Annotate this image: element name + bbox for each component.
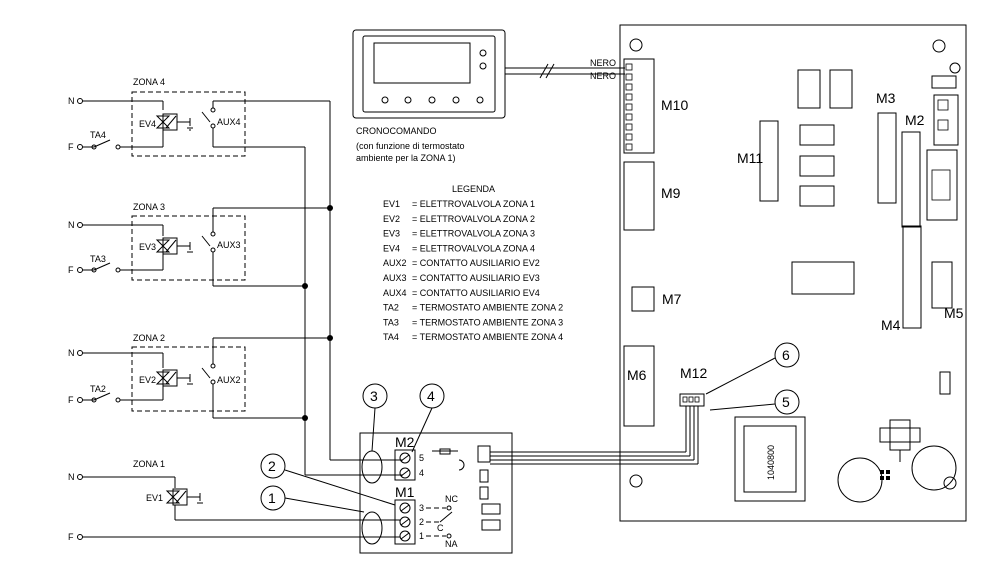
zone-2-f-label: F xyxy=(68,395,74,405)
legend-value-7: = TERMOSTATO AMBIENTE ZONA 2 xyxy=(412,303,563,313)
main-board: M10 M9 M7 M6 M12 M11 M3 M2 xyxy=(619,24,967,522)
zone-4-title: ZONA 4 xyxy=(133,77,165,87)
zone-1-f-label: F xyxy=(68,532,74,542)
callout-4: 4 xyxy=(427,388,435,404)
zone-4-aux-label: AUX4 xyxy=(217,117,241,127)
zone-3-valve-label: EV3 xyxy=(139,242,156,252)
legend-value-6: = CONTATTO AUSILIARIO EV4 xyxy=(412,288,540,298)
m7-label: M7 xyxy=(662,291,682,307)
legend-key-7: TA2 xyxy=(383,303,399,313)
legend-key-3: EV4 xyxy=(383,243,400,253)
legend-value-9: = TERMOSTATO AMBIENTE ZONA 4 xyxy=(412,332,563,342)
transformer-code: 1040800 xyxy=(766,445,776,480)
legend: LEGENDA EV1 = ELETTROVALVOLA ZONA 1 EV2 = E… xyxy=(383,184,563,342)
crono-desc-1: (con funzione di termostato xyxy=(356,141,465,151)
crono-wire-2-label: NERO xyxy=(590,71,616,81)
m1-terminal-2: 2 xyxy=(419,517,424,527)
legend-key-0: EV1 xyxy=(383,199,400,209)
terminal-module: M2 5 4 M1 3 2 1 NC C NA xyxy=(359,406,699,554)
legend-key-1: EV2 xyxy=(383,214,400,224)
zone-2-block: ZONA 2 N F TA2 EV2 AUX2 xyxy=(68,333,330,419)
zone-2-box xyxy=(131,346,246,412)
zone-2-n-label: N xyxy=(68,348,75,358)
crono-wire-1-label: NERO xyxy=(590,58,616,68)
m12-label: M12 xyxy=(680,365,707,381)
cronocomando-device: NERO NERO CRONOCOMANDO (con funzione di … xyxy=(352,29,625,163)
m4-label: M4 xyxy=(881,317,901,333)
legend-key-5: AUX3 xyxy=(383,273,407,283)
m3-label: M3 xyxy=(876,90,896,106)
zone-1-n-label: N xyxy=(68,472,75,482)
legend-key-2: EV3 xyxy=(383,229,400,239)
zone-4-ta-label: TA4 xyxy=(90,130,106,140)
callout-1: 1 xyxy=(268,490,276,506)
zone-1-title: ZONA 1 xyxy=(133,459,165,469)
m10-pins xyxy=(625,63,633,151)
zone-3-title: ZONA 3 xyxy=(133,202,165,212)
m6-label: M6 xyxy=(627,367,647,383)
zone-2-aux-label: AUX2 xyxy=(217,375,241,385)
legend-value-0: = ELETTROVALVOLA ZONA 1 xyxy=(412,199,535,209)
legend-key-6: AUX4 xyxy=(383,288,407,298)
legend-value-4: = CONTATTO AUSILIARIO EV2 xyxy=(412,258,540,268)
m2-board-label: M2 xyxy=(905,112,925,128)
zone-1-block: ZONA 1 N EV1 F xyxy=(68,459,400,542)
callout-2: 2 xyxy=(268,458,276,474)
relay-na-label: NA xyxy=(445,539,458,549)
m1-terminal-3: 3 xyxy=(419,503,424,513)
legend-value-2: = ELETTROVALVOLA ZONA 3 xyxy=(412,229,535,239)
m1-terminal-1: 1 xyxy=(419,531,424,541)
m1-terminal-label: M1 xyxy=(395,484,415,500)
zone-4-block: ZONA 4 N F TA4 EV4 AUX4 xyxy=(68,77,330,157)
m9-label: M9 xyxy=(661,185,681,201)
zone-2-title: ZONA 2 xyxy=(133,333,165,343)
zone-4-valve-label: EV4 xyxy=(139,119,156,129)
callouts: 1 2 3 4 5 6 xyxy=(260,342,800,513)
legend-key-4: AUX2 xyxy=(383,258,407,268)
relay-c-label: C xyxy=(437,523,444,533)
zone-1-valve-label: EV1 xyxy=(146,493,163,503)
callout-6: 6 xyxy=(782,347,790,363)
zone-2-ta-label: TA2 xyxy=(90,384,106,394)
zone-4-n-label: N xyxy=(68,96,75,106)
zone-3-ta-label: TA3 xyxy=(90,254,106,264)
zone-3-aux-label: AUX3 xyxy=(217,240,241,250)
relay-nc-label: NC xyxy=(445,494,458,504)
m2-terminal-5: 5 xyxy=(419,453,424,463)
m2-terminal-4: 4 xyxy=(419,468,424,478)
legend-key-8: TA3 xyxy=(383,317,399,327)
main-board-outline xyxy=(619,24,967,522)
legend-value-5: = CONTATTO AUSILIARIO EV3 xyxy=(412,273,540,283)
callout-3: 3 xyxy=(370,388,378,404)
terminal-module-outline xyxy=(359,432,513,554)
m5-label: M5 xyxy=(944,305,964,321)
zone-3-box xyxy=(131,215,246,281)
m2-terminal-label: M2 xyxy=(395,434,415,450)
legend-value-3: = ELETTROVALVOLA ZONA 4 xyxy=(412,243,535,253)
legend-value-1: = ELETTROVALVOLA ZONA 2 xyxy=(412,214,535,224)
zone-4-f-label: F xyxy=(68,142,74,152)
zone-4-box xyxy=(131,91,246,157)
legend-title: LEGENDA xyxy=(452,184,495,194)
zone-3-block: ZONA 3 N F TA3 EV3 AUX3 xyxy=(68,202,330,287)
crono-desc-2: ambiente per la ZONA 1) xyxy=(356,153,456,163)
callout-5: 5 xyxy=(782,394,790,410)
m10-label: M10 xyxy=(661,97,688,113)
zone-3-n-label: N xyxy=(68,220,75,230)
zone-2-valve-label: EV2 xyxy=(139,375,156,385)
legend-value-8: = TERMOSTATO AMBIENTE ZONA 3 xyxy=(412,317,563,327)
bus-wiring xyxy=(302,101,403,476)
m11-label: M11 xyxy=(737,150,763,166)
legend-rows: EV1 = ELETTROVALVOLA ZONA 1 EV2 = ELETTROVA… xyxy=(383,199,563,342)
zone-3-f-label: F xyxy=(68,265,74,275)
legend-key-9: TA4 xyxy=(383,332,399,342)
crono-label: CRONOCOMANDO xyxy=(356,126,437,136)
